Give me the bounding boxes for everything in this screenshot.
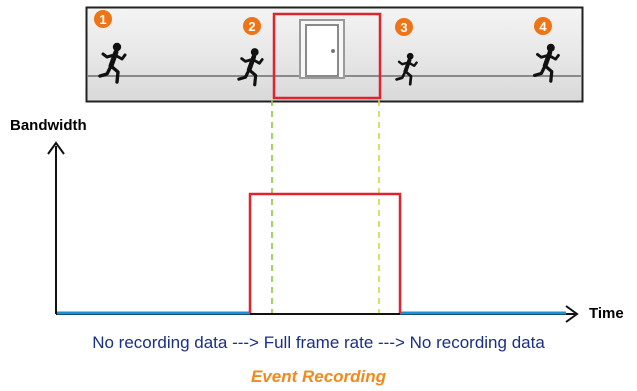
diagram-title: Event Recording	[250, 367, 387, 386]
x-axis-label: Time	[589, 305, 624, 322]
step-badge-2: 2	[243, 17, 261, 35]
recording-caption: No recording data ---> Full frame rate -…	[92, 333, 545, 352]
recording-pulse	[248, 192, 402, 313]
step-number: 4	[539, 19, 547, 34]
step-number: 1	[99, 12, 106, 27]
step-number: 2	[248, 19, 255, 34]
step-badge-1: 1	[94, 10, 112, 28]
step-number: 3	[400, 20, 407, 35]
step-badge-3: 3	[395, 18, 413, 36]
step-badge-4: 4	[534, 17, 552, 35]
door-icon	[299, 19, 345, 79]
y-axis-label: Bandwidth	[10, 117, 87, 134]
bandwidth-axis	[47, 141, 65, 314]
scene-strip: 1 2 3 4	[85, 6, 584, 103]
event-zone-box	[272, 12, 382, 100]
